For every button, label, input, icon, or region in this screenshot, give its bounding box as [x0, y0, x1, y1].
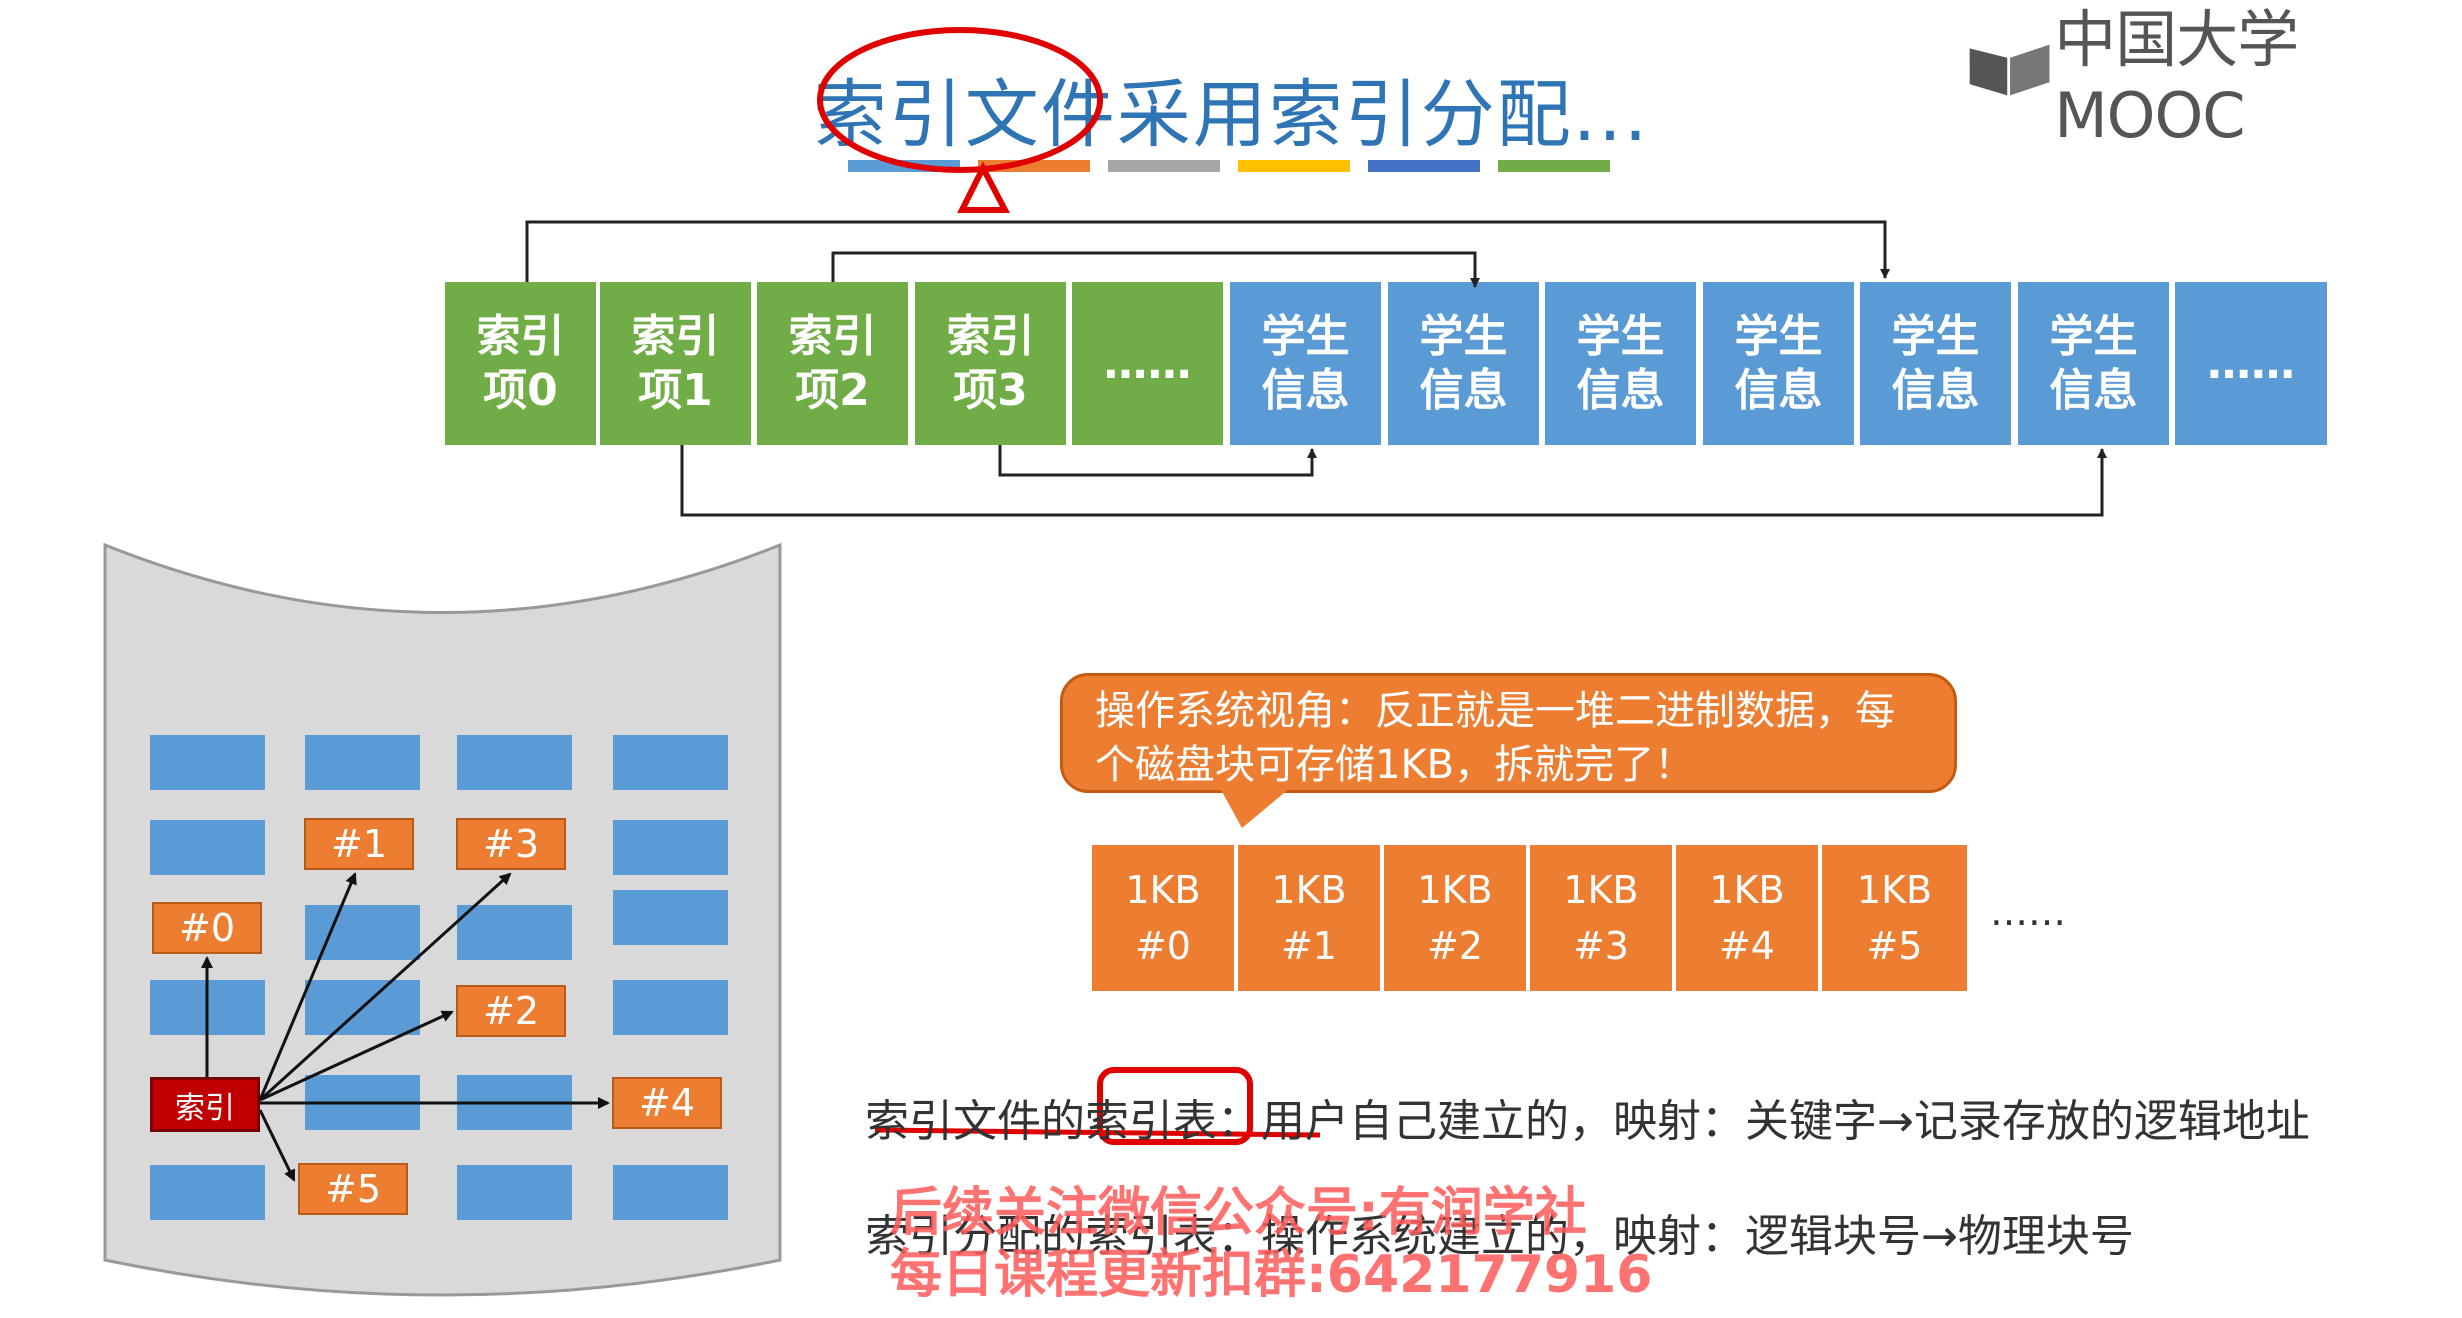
student-info-4: 学生 信息 — [1860, 282, 2014, 445]
callout-tail — [1220, 788, 1290, 828]
kb-block-2: 1KB #2 — [1384, 845, 1529, 991]
disk-block — [613, 735, 728, 790]
disk-block — [457, 735, 572, 790]
index-item-0: 索引 项0 — [445, 282, 599, 445]
disk-block — [150, 735, 265, 790]
student-info-3: 学生 信息 — [1703, 282, 1857, 445]
index-item-1: 索引 项1 — [600, 282, 754, 445]
disk-block-2: #2 — [456, 985, 566, 1037]
student-info-0: 学生 信息 — [1230, 282, 1384, 445]
watermark-line-1: 后续关注微信公众号:有润学社 — [890, 1183, 1587, 1243]
mooc-logo: 中国大学MOOC — [1965, 3, 2462, 152]
disk-block — [613, 1165, 728, 1220]
mooc-book-icon — [1969, 44, 2050, 96]
disk-block-5: #5 — [298, 1163, 408, 1215]
index-block: 索引 — [150, 1077, 260, 1132]
disk-block-0: #0 — [152, 902, 262, 954]
title-bar-yellow — [1238, 160, 1350, 172]
disk-block — [613, 890, 728, 945]
index-item-more: …… — [1072, 282, 1226, 445]
watermark-line-2: 每日课程更新扣群:642177916 — [890, 1245, 1653, 1305]
logo-text: 中国大学MOOC — [2054, 2, 2299, 152]
disk-cylinder: #0 #1 #3 #2 #4 #5 索引 — [100, 540, 785, 1310]
student-info-2: 学生 信息 — [1545, 282, 1699, 445]
os-view-callout: 操作系统视角：反正就是一堆二进制数据，每个磁盘块可存储1KB，拆就完了！ — [1060, 673, 1957, 793]
index-item-3: 索引 项3 — [915, 282, 1069, 445]
disk-block-1: #1 — [304, 818, 414, 870]
kb-block-4: 1KB #4 — [1676, 845, 1821, 991]
disk-block — [150, 820, 265, 875]
disk-block — [150, 1165, 265, 1220]
kb-block-5: 1KB #5 — [1822, 845, 1967, 991]
disk-block-3: #3 — [456, 818, 566, 870]
title-bar-gray — [1108, 160, 1220, 172]
disk-block — [613, 820, 728, 875]
kb-block-1: 1KB #1 — [1238, 845, 1383, 991]
annotation-box — [1097, 1067, 1253, 1145]
page-title: 索引文件采用索引分配... — [812, 72, 1650, 158]
disk-block — [457, 1165, 572, 1220]
title-bar-darkblue — [1368, 160, 1480, 172]
student-info-5: 学生 信息 — [2018, 282, 2172, 445]
disk-block — [305, 735, 420, 790]
index-item-2: 索引 项2 — [757, 282, 911, 445]
annotation-circle — [817, 27, 1103, 173]
index-arrows — [201, 872, 610, 1182]
disk-block — [457, 905, 572, 960]
alloc-index-table-line: 索引分配的索引表：操作系统建立的，映射：逻辑块号→物理块号 — [865, 1211, 2134, 1262]
disk-block-4: #4 — [612, 1077, 722, 1129]
kb-block-3: 1KB #3 — [1530, 845, 1675, 991]
student-info-more: …… — [2175, 282, 2330, 445]
file-index-table-line: 索引文件的索引表：用户自己建立的，映射：关键字→记录存放的逻辑地址 — [865, 1096, 2310, 1147]
title-bar-green — [1498, 160, 1610, 172]
disk-block — [613, 980, 728, 1035]
kb-block-0: 1KB #0 — [1092, 845, 1237, 991]
student-info-1: 学生 信息 — [1388, 282, 1542, 445]
disk-icon — [103, 542, 782, 1297]
kb-more: …… — [1990, 890, 2066, 934]
